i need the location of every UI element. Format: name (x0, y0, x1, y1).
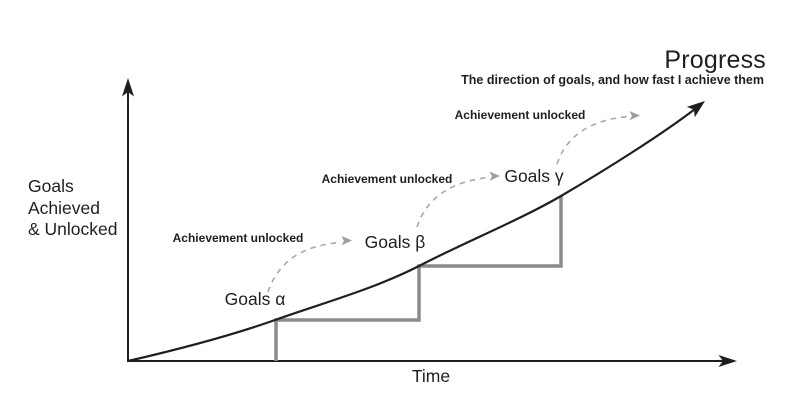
progress-curve-arrowhead-icon (686, 101, 705, 118)
achievement-unlocked-label-3: Achievement unlocked (454, 108, 586, 122)
achievement-arc-3 (556, 115, 629, 165)
goal-steps-line (274, 196, 563, 361)
diagram-title: Progress (664, 46, 766, 74)
achievement-arc-1 (267, 241, 341, 293)
x-axis-arrowhead-icon (718, 355, 737, 367)
diagram-subtitle: The direction of goals, and how fast I a… (461, 73, 764, 87)
progress-curve (127, 108, 696, 363)
goal-alpha-label: Goals α (224, 289, 286, 309)
goal-beta-label: Goals β (364, 232, 426, 252)
achievement-arc-arrowhead-2-icon (489, 171, 500, 181)
achievement-arc-2 (416, 176, 489, 228)
achievement-arc-arrowhead-1-icon (341, 236, 352, 246)
y-axis-arrowhead-icon (122, 78, 134, 97)
x-axis-label: Time (411, 366, 451, 386)
achievement-unlocked-label-2: Achievement unlocked (321, 172, 453, 186)
goal-gamma-label: Goals γ (504, 166, 564, 186)
achievement-arc-arrowhead-3-icon (629, 111, 640, 121)
achievement-unlocked-label-1: Achievement unlocked (172, 231, 304, 245)
y-axis-label: Goals Achieved & Unlocked (28, 176, 118, 239)
